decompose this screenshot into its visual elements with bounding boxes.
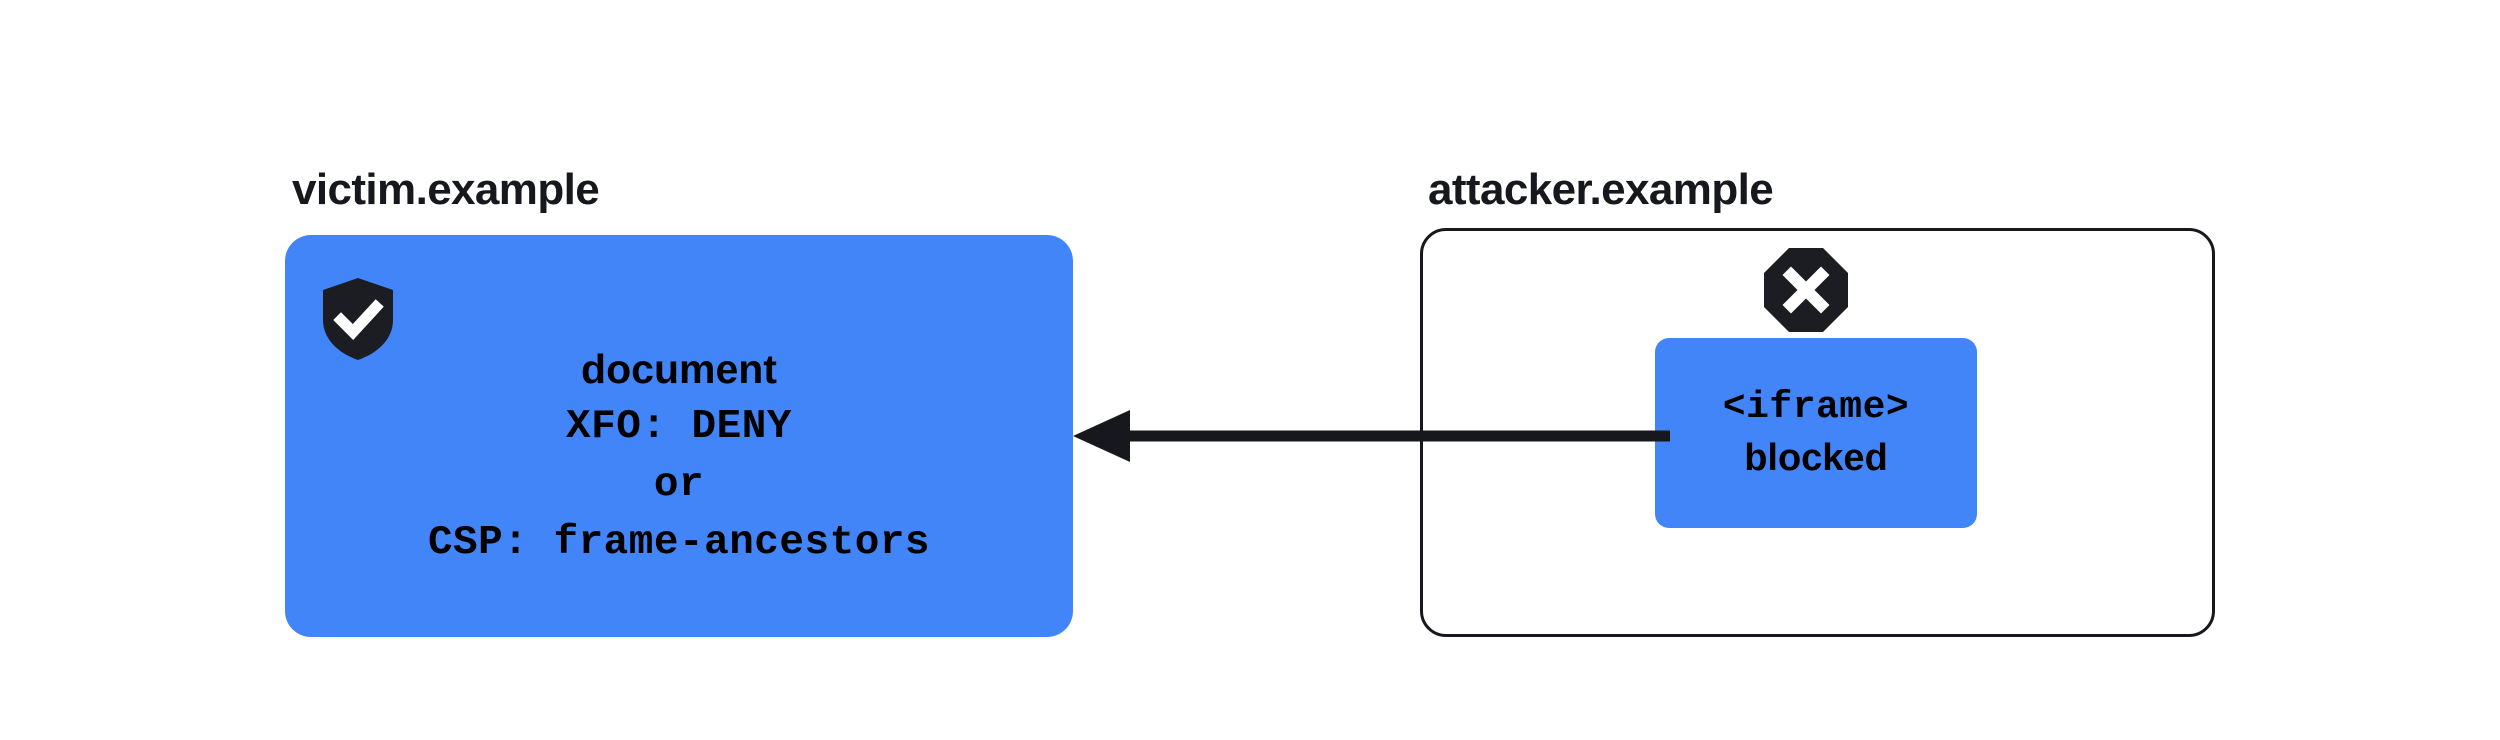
iframe-card-line-status: blocked — [1744, 437, 1888, 479]
iframe-card-line-tag: <iframe> — [1722, 386, 1910, 429]
victim-origin-label: victim.example — [292, 165, 600, 214]
victim-line-csp: CSP: frame-ancestors — [427, 520, 931, 566]
victim-line-document: document — [581, 346, 777, 392]
victim-line-xfo: XFO: DENY — [566, 404, 792, 450]
blocked-iframe-card: <iframe> blocked — [1655, 338, 1977, 528]
attacker-origin-label: attacker.example — [1428, 165, 1774, 214]
victim-line-or: or — [653, 462, 705, 508]
victim-document-card: document XFO: DENY or CSP: frame-ancesto… — [285, 235, 1073, 637]
framing-request-arrow — [1060, 404, 1670, 468]
shield-check-icon — [321, 277, 395, 361]
victim-card-text-stack: document XFO: DENY or CSP: frame-ancesto… — [285, 340, 1073, 572]
octagon-x-icon — [1763, 247, 1849, 333]
